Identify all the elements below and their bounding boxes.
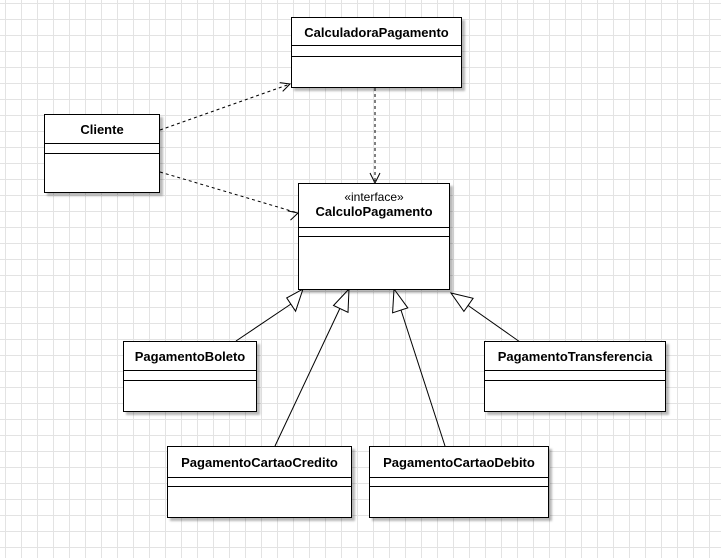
hollow-triangle-icon [332, 287, 350, 314]
hollow-triangle-icon [392, 287, 409, 314]
open-arrowhead-icon [287, 210, 300, 221]
class-attributes-compartment [124, 371, 256, 381]
class-attributes-compartment [45, 144, 159, 154]
realization-debito [399, 306, 446, 447]
class-attributes-compartment [485, 371, 665, 381]
dependency-cliente-calculadora [159, 83, 291, 131]
class-attributes-compartment [370, 478, 548, 487]
class-attributes-compartment [292, 46, 461, 57]
interface-calculo-pagamento[interactable]: «interface» CalculoPagamento [298, 183, 450, 290]
class-pagamento-transferencia[interactable]: PagamentoTransferencia [484, 341, 666, 412]
class-name: CalculadoraPagamento [304, 25, 449, 40]
class-cliente[interactable]: Cliente [44, 114, 160, 193]
class-name: Cliente [80, 122, 124, 137]
class-calculadora-pagamento[interactable]: CalculadoraPagamento [291, 17, 462, 88]
class-header: «interface» CalculoPagamento [299, 184, 449, 228]
class-attributes-compartment [299, 228, 449, 237]
realization-transferencia [465, 303, 521, 343]
class-name: PagamentoCartaoCredito [181, 455, 338, 470]
open-arrowhead-icon [279, 82, 292, 92]
hollow-triangle-icon [449, 292, 474, 313]
class-header: PagamentoTransferencia [485, 342, 665, 371]
class-header: CalculadoraPagamento [292, 18, 461, 46]
class-pagamento-cartao-debito[interactable]: PagamentoCartaoDebito [369, 446, 549, 518]
class-pagamento-boleto[interactable]: PagamentoBoleto [123, 341, 257, 412]
realization-credito [274, 305, 342, 447]
class-name: CalculoPagamento [315, 204, 433, 219]
class-name: PagamentoBoleto [134, 349, 246, 364]
class-name: PagamentoTransferencia [497, 349, 653, 364]
class-pagamento-cartao-credito[interactable]: PagamentoCartaoCredito [167, 446, 352, 518]
class-header: Cliente [45, 115, 159, 144]
hollow-triangle-icon [285, 287, 304, 313]
class-header: PagamentoCartaoDebito [370, 447, 548, 478]
class-header: PagamentoCartaoCredito [168, 447, 351, 478]
class-name: PagamentoCartaoDebito [383, 455, 535, 470]
class-header: PagamentoBoleto [124, 342, 256, 371]
realization-boleto [235, 303, 292, 342]
dependency-cliente-calculo [159, 171, 299, 214]
class-attributes-compartment [168, 478, 351, 487]
interface-stereotype: «interface» [344, 190, 404, 204]
